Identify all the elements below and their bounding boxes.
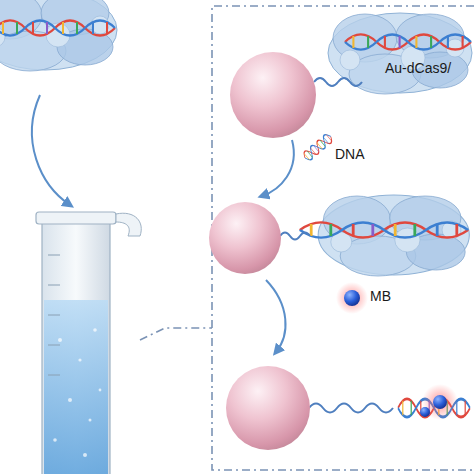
figure-label: MB — [368, 288, 393, 304]
figure-label: Au-dCas9/ — [383, 60, 453, 76]
figure-label: DNA — [333, 146, 367, 162]
